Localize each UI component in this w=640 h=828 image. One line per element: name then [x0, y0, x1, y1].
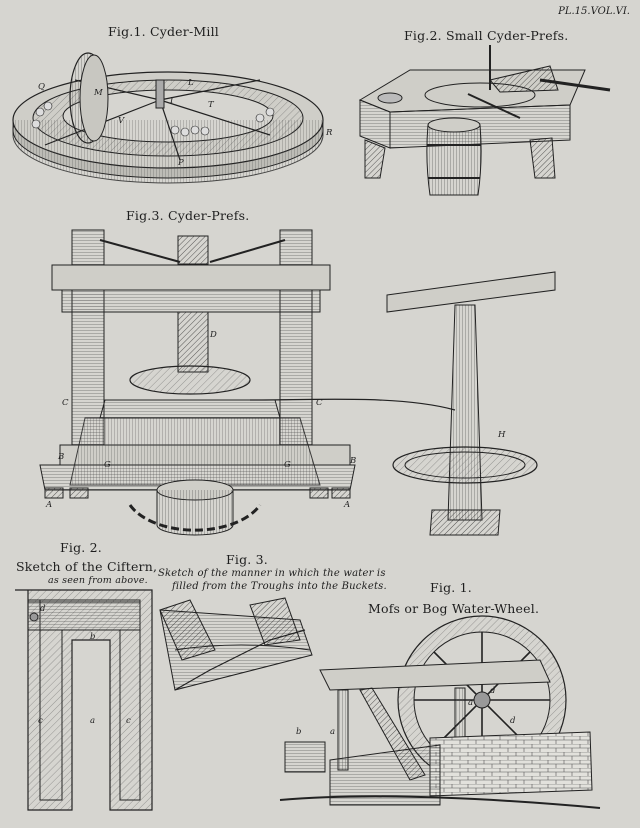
wheel-label-a-right: a	[468, 698, 474, 708]
wheel-label-b: b	[296, 727, 302, 737]
fig3-cyder-press-title: Fig.3. Cyder-Prefs.	[126, 208, 250, 223]
cistern-label-d: d	[40, 604, 46, 614]
small-cyder-press-drawing	[358, 45, 611, 196]
press-label-a-left: A	[46, 500, 53, 510]
troughs-fig-number: Fig. 3.	[226, 552, 268, 567]
plate-number: PL.15.VOL.VI.	[558, 6, 630, 17]
fig2-small-cyder-press-title: Fig.2. Small Cyder-Prefs.	[404, 28, 569, 43]
wheel-label-d-lower: d	[510, 716, 516, 726]
cistern-label-a: a	[90, 716, 96, 726]
mill-label-l: L	[188, 78, 194, 88]
cistern-title: Sketch of the Ciftern,	[16, 559, 158, 574]
press-label-h: H	[498, 430, 506, 440]
press-label-b-left: B	[58, 452, 65, 462]
press-label-c-right: C	[316, 398, 323, 408]
press-label-c-left: C	[62, 398, 69, 408]
cistern-label-b: b	[90, 632, 96, 642]
press-label-b-right: B	[350, 456, 357, 466]
press-label-g-right: G	[284, 460, 291, 470]
cyder-press-drawing	[39, 229, 556, 536]
wheel-label-a-left: a	[330, 727, 336, 737]
water-wheel-title: Mofs or Bog Water-Wheel.	[368, 601, 540, 616]
mill-label-v: V	[118, 116, 125, 126]
cistern-note: as seen from above.	[48, 575, 148, 586]
mill-label-p: P	[178, 158, 184, 168]
wheel-label-d-upper: d	[490, 686, 496, 696]
troughs-note-line1: Sketch of the manner in which the water …	[158, 568, 386, 579]
press-label-g-left: G	[104, 460, 111, 470]
water-wheel-fig-number: Fig. 1.	[430, 580, 472, 595]
water-wheel-drawing	[279, 615, 601, 809]
press-label-d: D	[210, 330, 217, 340]
trough-buckets-drawing	[159, 597, 313, 691]
cyder-mill-drawing	[12, 52, 324, 184]
cistern-label-c-left: c	[38, 716, 43, 726]
cistern-drawing	[15, 589, 153, 811]
cistern-label-c-right: c	[126, 716, 131, 726]
mill-label-q: Q	[38, 82, 45, 92]
troughs-note-line2: filled from the Troughs into the Buckets…	[172, 581, 387, 592]
fig1-cyder-mill-title: Fig.1. Cyder-Mill	[108, 24, 219, 39]
press-label-a-right: A	[344, 500, 351, 510]
mill-label-i: I	[170, 96, 174, 106]
mill-label-r: R	[326, 128, 333, 138]
mill-label-m: M	[94, 88, 103, 98]
cistern-fig-number: Fig. 2.	[60, 540, 102, 555]
mill-label-t: T	[208, 100, 214, 110]
